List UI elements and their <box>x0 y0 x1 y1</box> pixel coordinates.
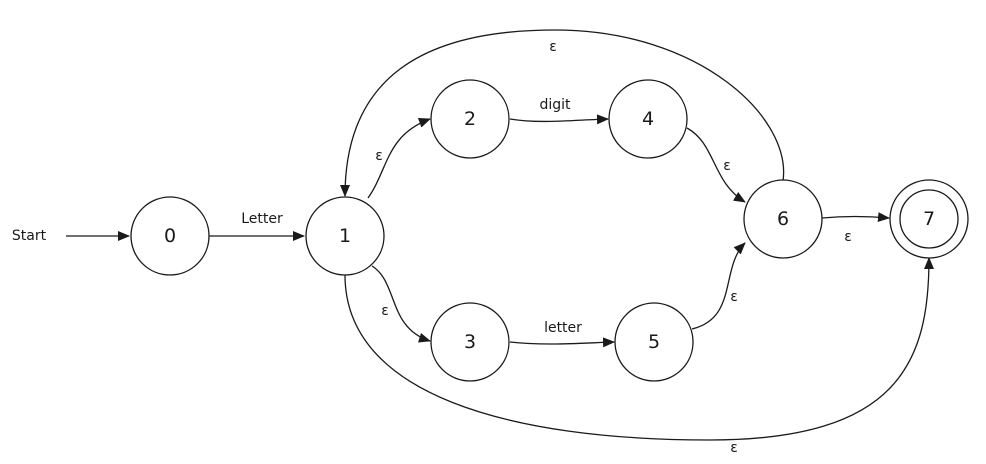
edge-3-to-5 <box>509 337 615 348</box>
state-6: 6 <box>743 179 823 259</box>
state-label: 1 <box>339 225 351 247</box>
edge-label-5-6: ε <box>730 289 738 305</box>
state-label: 6 <box>777 208 789 230</box>
edge-4-to-6 <box>686 127 746 203</box>
edge-label-1-7: ε <box>730 440 738 456</box>
state-0: 0 <box>130 196 210 276</box>
state-label: 4 <box>642 108 654 130</box>
edge-label-3-5: letter <box>544 320 582 336</box>
state-2: 2 <box>430 79 510 159</box>
edge-label-1-3: ε <box>381 303 389 319</box>
state-label: 5 <box>648 331 660 353</box>
edge-label-1-2: ε <box>375 148 383 164</box>
edge-1-to-7 <box>344 257 934 441</box>
edge-6-to-1 <box>340 29 785 197</box>
edge-5-to-6 <box>691 242 746 330</box>
state-label: 3 <box>464 331 476 353</box>
state-1: 1 <box>305 196 385 276</box>
edge-label-2-4: digit <box>539 97 571 113</box>
edge-6-to-7 <box>821 212 890 223</box>
state-7-accepting: 7 <box>889 179 969 259</box>
edge-1-to-3 <box>371 265 431 343</box>
state-5: 5 <box>614 302 694 382</box>
edge-label-4-6: ε <box>723 158 731 174</box>
state-4: 4 <box>608 79 688 159</box>
state-label: 0 <box>164 225 176 247</box>
edge-2-to-4 <box>509 114 609 125</box>
edge-label-6-7: ε <box>844 229 852 245</box>
state-label: 7 <box>923 208 935 230</box>
edge-label-6-1: ε <box>549 39 557 55</box>
state-label: 2 <box>464 108 476 130</box>
accepting-inner-ring <box>899 189 959 249</box>
state-3: 3 <box>430 302 510 382</box>
start-label: Start <box>12 228 47 244</box>
edge-label-0-1: Letter <box>241 211 283 227</box>
edge-1-to-2 <box>367 118 431 199</box>
